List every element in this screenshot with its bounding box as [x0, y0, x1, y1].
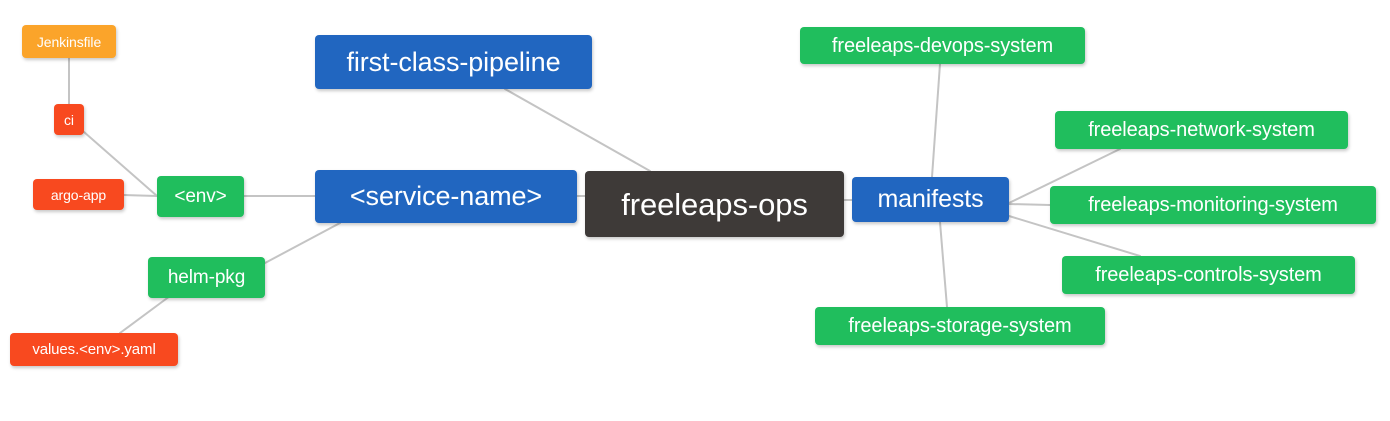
edge-service-name-to-helm-pkg [264, 222, 341, 264]
node-label-freeleaps-ops: freeleaps-ops [621, 186, 808, 222]
node-first-class-pipeline[interactable]: first-class-pipeline [315, 35, 592, 89]
node-freeleaps-ops[interactable]: freeleaps-ops [585, 171, 844, 237]
node-label-values-yaml: values.<env>.yaml [32, 341, 156, 358]
node-env[interactable]: <env> [157, 176, 244, 217]
node-argo-app[interactable]: argo-app [33, 179, 124, 210]
edge-manifests-to-freeleaps-devops-system [931, 63, 941, 178]
edge-argo-app-to-env [123, 194, 158, 197]
node-label-env: <env> [174, 186, 227, 207]
node-jenkinsfile[interactable]: Jenkinsfile [22, 25, 116, 58]
node-manifests[interactable]: manifests [852, 177, 1009, 222]
node-freeleaps-storage-system[interactable]: freeleaps-storage-system [815, 307, 1105, 345]
node-freeleaps-network-system[interactable]: freeleaps-network-system [1055, 111, 1348, 149]
node-service-name[interactable]: <service-name> [315, 170, 577, 223]
node-freeleaps-monitoring-system[interactable]: freeleaps-monitoring-system [1050, 186, 1376, 224]
node-helm-pkg[interactable]: helm-pkg [148, 257, 265, 298]
node-freeleaps-devops-system[interactable]: freeleaps-devops-system [800, 27, 1085, 64]
node-label-freeleaps-storage-system: freeleaps-storage-system [848, 315, 1072, 337]
node-label-ci: ci [64, 111, 74, 128]
edge-first-class-pipeline-to-freeleaps-ops [504, 88, 651, 172]
edge-manifests-to-freeleaps-monitoring-system [1008, 203, 1051, 206]
node-label-freeleaps-network-system: freeleaps-network-system [1088, 119, 1315, 141]
node-label-first-class-pipeline: first-class-pipeline [346, 46, 561, 77]
node-label-jenkinsfile: Jenkinsfile [36, 33, 102, 50]
edge-helm-pkg-to-values-yaml [119, 295, 171, 334]
edge-manifests-to-freeleaps-storage-system [939, 221, 948, 308]
node-label-freeleaps-monitoring-system: freeleaps-monitoring-system [1088, 194, 1338, 216]
node-ci[interactable]: ci [54, 104, 84, 135]
node-label-argo-app: argo-app [50, 186, 107, 203]
node-label-freeleaps-devops-system: freeleaps-devops-system [831, 34, 1054, 57]
node-label-service-name: <service-name> [349, 181, 543, 211]
node-values-yaml[interactable]: values.<env>.yaml [10, 333, 178, 366]
node-label-helm-pkg: helm-pkg [167, 267, 246, 288]
node-label-freeleaps-controls-system: freeleaps-controls-system [1095, 264, 1322, 286]
node-label-manifests: manifests [877, 185, 984, 213]
node-freeleaps-controls-system[interactable]: freeleaps-controls-system [1062, 256, 1355, 294]
